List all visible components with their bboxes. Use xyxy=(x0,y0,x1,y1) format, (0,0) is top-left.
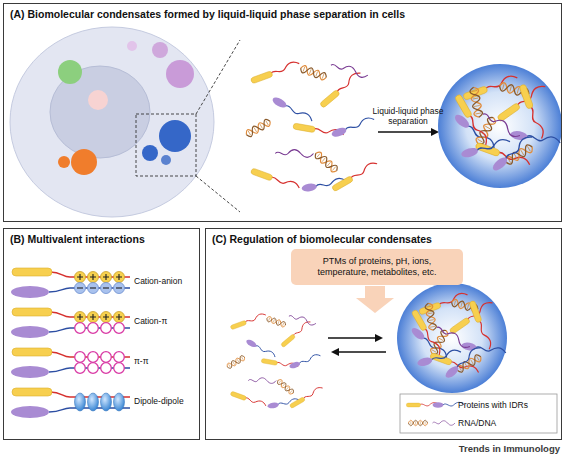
interaction-row xyxy=(11,308,130,338)
interaction-row xyxy=(75,352,86,363)
cell xyxy=(71,149,97,175)
panel: (A) Biomolecular condensates formed by l… xyxy=(3,3,562,222)
cell xyxy=(10,27,214,217)
interaction-row xyxy=(12,348,52,356)
interaction-row xyxy=(11,406,49,418)
interaction-row xyxy=(114,393,125,411)
interaction-row xyxy=(75,272,86,283)
zoom-box xyxy=(196,40,240,114)
interaction-row xyxy=(114,272,125,283)
interaction-row xyxy=(101,312,112,323)
interaction-row xyxy=(101,272,112,283)
legend-box xyxy=(400,394,557,433)
panel: (B) Multivalent interactions xyxy=(3,228,200,440)
interaction-row xyxy=(11,326,49,338)
equilibrium-arrows xyxy=(328,337,376,338)
panel-heading: (C) Regulation of biomolecular condensat… xyxy=(206,229,561,246)
interaction-row xyxy=(11,388,130,418)
interaction-row xyxy=(101,393,112,411)
interaction-row xyxy=(11,366,49,378)
illustration xyxy=(245,60,379,193)
process-arrow xyxy=(431,128,439,136)
interaction-row xyxy=(88,323,99,334)
legend-box xyxy=(400,394,557,433)
regulation-arrow xyxy=(356,286,394,313)
interaction-row xyxy=(75,312,86,323)
cell xyxy=(166,60,194,88)
process-arrow xyxy=(378,128,439,136)
interaction-row xyxy=(75,283,86,294)
legend-box xyxy=(433,421,456,426)
interaction-row xyxy=(88,272,99,283)
interaction-row xyxy=(11,348,130,378)
interaction-row xyxy=(114,312,125,323)
equilibrium-arrows xyxy=(375,334,383,342)
interaction-row xyxy=(114,323,125,334)
interaction-row xyxy=(11,286,49,298)
regulation-arrow xyxy=(356,286,394,313)
interaction-row xyxy=(88,393,99,411)
interaction-row xyxy=(114,363,125,374)
interaction-row xyxy=(88,352,99,363)
interaction-label: Dipole-dipole xyxy=(134,396,198,406)
cell xyxy=(159,120,191,152)
interaction-row xyxy=(101,352,112,363)
cell xyxy=(142,145,158,161)
panel-heading: (A) Biomolecular condensates formed by l… xyxy=(4,4,561,21)
equilibrium-arrows xyxy=(328,334,386,356)
interaction-row xyxy=(101,323,112,334)
condensate xyxy=(397,283,507,393)
regulator-box: PTMs of proteins, pH, ions, temperature,… xyxy=(291,249,463,285)
regulator-text: PTMs of proteins, pH, ions, temperature,… xyxy=(297,256,457,278)
interaction-label: π-π xyxy=(134,356,198,366)
cell xyxy=(152,42,168,58)
condensate xyxy=(438,64,562,188)
interaction-row xyxy=(12,268,52,276)
interaction-label: Cation-anion xyxy=(134,276,198,286)
condensate xyxy=(397,283,507,393)
cell xyxy=(10,27,214,217)
interaction-row xyxy=(88,312,99,323)
cell xyxy=(58,60,82,84)
cell xyxy=(58,156,70,168)
equilibrium-arrows xyxy=(331,348,339,356)
interaction-row xyxy=(75,363,86,374)
arrow-label: Liquid-liquid phase separation xyxy=(370,106,446,126)
interaction-row xyxy=(11,268,130,298)
legend-box xyxy=(408,420,427,425)
interaction-label: Cation-π xyxy=(134,316,198,326)
interaction-row xyxy=(101,283,112,294)
panel-heading: (B) Multivalent interactions xyxy=(4,229,199,246)
interaction-row xyxy=(88,283,99,294)
cell xyxy=(127,41,137,51)
illustration xyxy=(226,312,324,409)
interaction-row xyxy=(114,352,125,363)
cell xyxy=(161,155,171,165)
condensate xyxy=(438,64,562,188)
process-arrow xyxy=(378,131,432,133)
interaction-row xyxy=(114,283,125,294)
interaction-row xyxy=(88,363,99,374)
legend-text: RNA/DNA xyxy=(458,418,556,428)
interaction-row xyxy=(75,393,86,411)
interaction-row xyxy=(75,323,86,334)
interaction-row xyxy=(12,308,52,316)
interaction-row xyxy=(101,363,112,374)
zoom-box xyxy=(196,176,240,212)
interaction-row xyxy=(12,388,52,396)
condensate xyxy=(410,291,507,380)
condensate xyxy=(453,74,561,173)
journal-mark: Trends in Immunology xyxy=(400,443,560,455)
legend-text: Proteins with IDRs xyxy=(458,400,556,410)
equilibrium-arrows xyxy=(338,351,386,352)
cell xyxy=(88,90,108,110)
zoom-box xyxy=(136,40,240,212)
zoom-box xyxy=(136,114,196,176)
